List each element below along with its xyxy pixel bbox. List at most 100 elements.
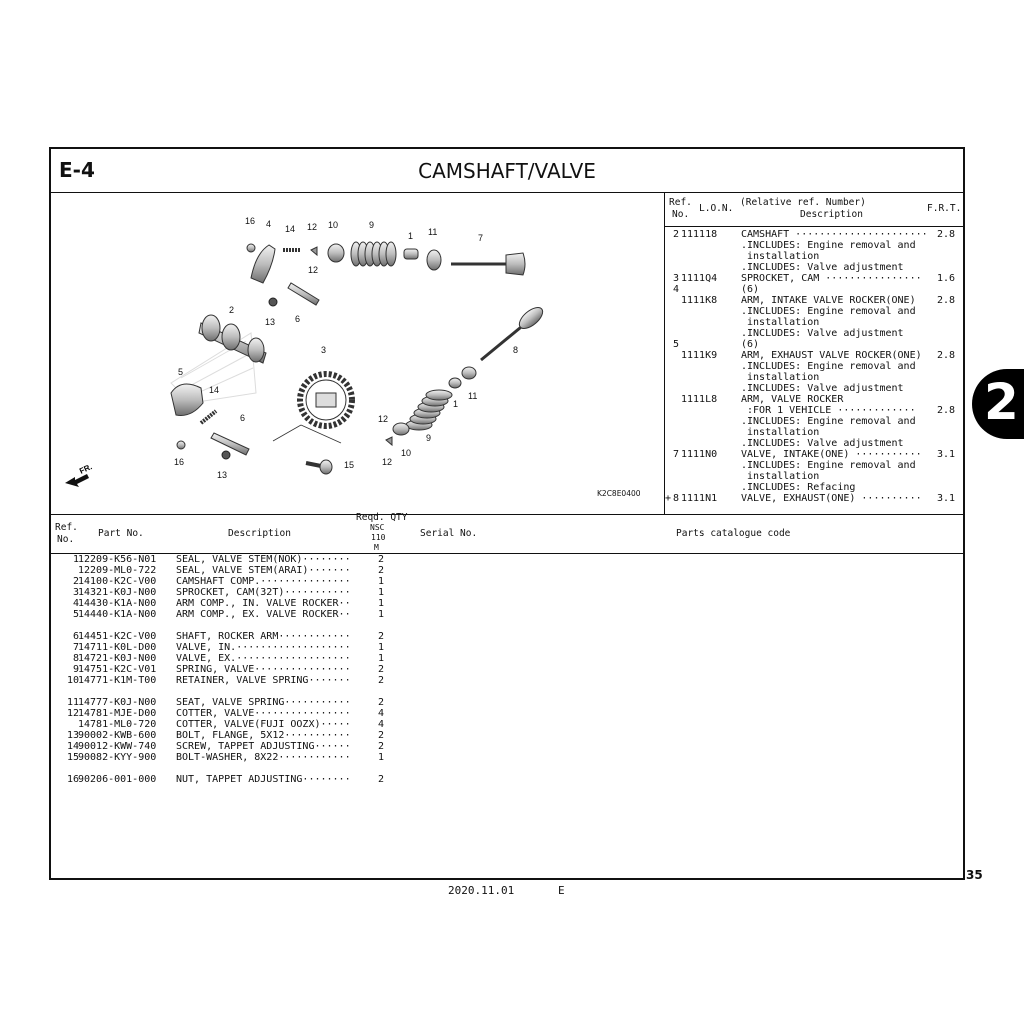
cam-sprocket: [297, 371, 355, 429]
no-col-header: No.: [57, 534, 75, 545]
tappet-screw-lower: [199, 409, 218, 425]
serial-col-header: Serial No.: [420, 528, 478, 539]
cell-part-no: 14751-K2C-V01: [78, 664, 157, 675]
ref-row-ref: 5: [673, 339, 680, 350]
callout: 1: [408, 231, 413, 241]
bolt-washer: [305, 459, 333, 475]
callout: 7: [478, 233, 483, 243]
callout: 15: [344, 460, 354, 470]
cell-qty: 4: [378, 719, 385, 730]
publication-date: 2020.11.01: [448, 884, 515, 897]
cell-part-no: 14100-K2C-V00: [78, 576, 157, 587]
figure-code: K2C8E0400: [597, 489, 641, 498]
callout-labels: 16 4 14 12 10 9 1 11 7 12 2 13 6 8 3 5 1…: [174, 216, 518, 480]
callout: 9: [369, 220, 374, 230]
ref-row-desc: installation: [741, 251, 820, 262]
callout: 10: [401, 448, 411, 458]
nsc-col-header: NSC: [370, 523, 385, 532]
cell-part-no: 90002-KWB-600: [78, 730, 157, 741]
cell-part-no: 90082-KYY-900: [78, 752, 157, 763]
cell-description: COTTER, VALVE················: [176, 708, 351, 719]
callout: 12: [378, 414, 388, 424]
cell-qty: 1: [378, 576, 385, 587]
chapter-tab-number: 2: [984, 373, 1019, 431]
cell-description: BOLT-WASHER, 8X22············: [176, 752, 351, 763]
callout: 3: [321, 345, 326, 355]
cell-ref: 8: [72, 653, 79, 664]
cell-qty: 2: [378, 675, 385, 686]
seal-lower: [448, 377, 462, 389]
cell-ref: 9: [72, 664, 79, 675]
callout: 1: [453, 399, 458, 409]
cell-description: RETAINER, VALVE SPRING·······: [176, 675, 351, 686]
flange-bolt-lower: [221, 450, 231, 460]
rocker-arm-intake: [250, 244, 276, 284]
row-spacer: [51, 763, 963, 774]
cell-part-no: 14440-K1A-N00: [78, 609, 157, 620]
ref-row-ref: 2: [673, 229, 680, 240]
cell-description: SCREW, TAPPET ADJUSTING······: [176, 741, 351, 752]
callout: 11: [428, 227, 437, 237]
cell-ref: 15: [66, 752, 79, 763]
ref-row-ref: 7: [673, 449, 680, 460]
cell-description: SEAL, VALVE STEM(NOK)········: [176, 554, 351, 565]
cell-ref: 14: [66, 741, 79, 752]
callout: 4: [266, 219, 271, 229]
cell-description: SEAT, VALVE SPRING···········: [176, 697, 351, 708]
lon-header: L.O.N.: [699, 203, 734, 214]
cell-ref: 6: [72, 631, 79, 642]
ref-row-desc: VALVE, INTAKE(ONE) ···········: [741, 449, 922, 460]
ref-row-ref: 8: [673, 493, 680, 504]
callout: 13: [217, 470, 227, 480]
cell-qty: 2: [378, 565, 385, 576]
catalogue-page: E-4 CAMSHAFT/VALVE: [49, 147, 965, 880]
retainer-lower: [392, 422, 410, 436]
intake-valve: [451, 252, 526, 276]
section-header: E-4 CAMSHAFT/VALVE: [51, 149, 963, 193]
callout: 16: [174, 457, 184, 467]
cell-description: BOLT, FLANGE, 5X12···········: [176, 730, 351, 741]
rocker-shaft-lower: [210, 432, 250, 456]
cell-part-no: 14771-K1M-T00: [78, 675, 157, 686]
callout: 11: [468, 391, 477, 401]
svg-text:FR.: FR.: [78, 462, 93, 476]
front-direction-arrow: FR.: [65, 462, 94, 487]
ref-row-desc: installation: [741, 471, 820, 482]
ref-row-desc: .INCLUDES: Valve adjustment: [741, 262, 904, 273]
ref-row-desc: .INCLUDES: Valve adjustment: [741, 438, 904, 449]
cell-ref: 1: [72, 554, 79, 565]
valve-spring-lower: [405, 389, 453, 431]
valve-spring-upper: [350, 241, 397, 267]
language-code: E: [558, 884, 565, 897]
callout: 12: [382, 457, 392, 467]
callout: 2: [229, 305, 234, 315]
rocker-shaft-upper: [287, 282, 320, 306]
cell-part-no: 90012-KWW-740: [78, 741, 157, 752]
cell-description: VALVE, IN.···················: [176, 642, 351, 653]
cell-part-no: 14721-K0J-N00: [78, 653, 157, 664]
exploded-diagram: FR. 16 4 14 12 10 9 1 11 7 12 2 13 6 8 3…: [51, 193, 665, 514]
callout: 6: [240, 413, 245, 423]
seat-upper: [426, 249, 442, 271]
reqd-qty-col-header: Reqd. QTY: [356, 512, 408, 523]
frt-header: F.R.T.: [927, 203, 962, 214]
ref-row-desc: VALVE, EXHAUST(ONE) ··········: [741, 493, 922, 504]
cell-ref: 7: [72, 642, 79, 653]
ref-row-desc: SPROCKET, CAM ················: [741, 273, 922, 284]
cell-ref: 2: [72, 576, 79, 587]
ref-row-lon: 111118: [681, 229, 718, 240]
ref-row-desc: .INCLUDES: Engine removal and: [741, 460, 916, 471]
cell-qty: 2: [378, 554, 385, 565]
cell-part-no: 14781-ML0-720: [78, 719, 157, 730]
cell-part-no: 14711-K0L-D00: [78, 642, 157, 653]
chapter-tab: 2: [972, 369, 1024, 439]
ref-row-lon: 1111L8: [681, 394, 718, 405]
description-header: Description: [800, 209, 863, 220]
cell-qty: 2: [378, 741, 385, 752]
ref-col-header: Ref.: [55, 522, 78, 533]
